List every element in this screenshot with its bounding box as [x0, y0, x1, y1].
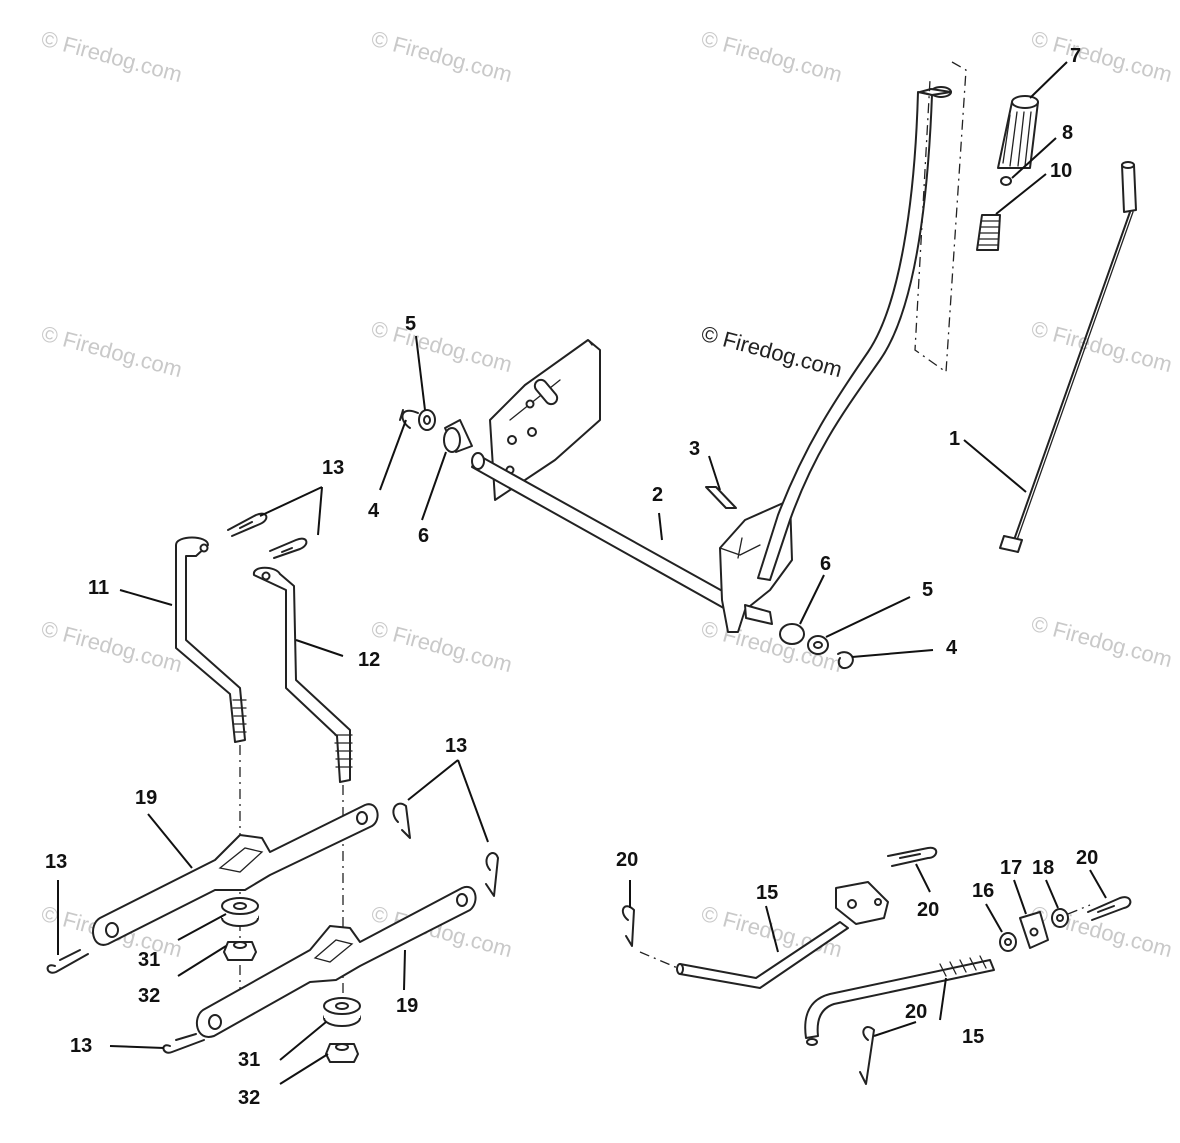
- leader-lines: [57, 61, 1107, 1085]
- callout-7: 7: [1070, 45, 1081, 67]
- watermark: © Firedog.com: [369, 616, 515, 678]
- callout-31: 31: [238, 1049, 260, 1071]
- callout-11: 11: [88, 577, 109, 599]
- callout-13: 13: [445, 735, 467, 757]
- plate-hole: [527, 427, 537, 437]
- grip-assembly: [976, 95, 1039, 251]
- hairpin-clip-13: [227, 512, 268, 537]
- watermark: © Firedog.com: [39, 26, 185, 88]
- left-shaft-hardware: [399, 409, 473, 453]
- callout-13: 13: [45, 851, 67, 873]
- lift-shaft-assembly: [471, 339, 793, 633]
- bushing-6: [779, 623, 805, 645]
- callout-4: 4: [946, 637, 958, 659]
- callout-32: 32: [238, 1087, 260, 1109]
- callout-6: 6: [418, 525, 429, 547]
- rod-15-upper: [676, 881, 889, 989]
- lift-link-11: [175, 536, 247, 743]
- hairpin-clip-13: [46, 949, 89, 974]
- plate-slot: [533, 378, 559, 406]
- lift-lever: [757, 86, 952, 581]
- rod-1-upper: [1121, 164, 1137, 213]
- callout-32: 32: [138, 985, 160, 1007]
- hairpin-clip-20: [887, 846, 938, 867]
- callout-1: 1: [949, 428, 960, 450]
- nut-32: [223, 941, 257, 961]
- hairpin-clip-13: [485, 852, 499, 897]
- lift-arm-19-upper: [92, 803, 379, 946]
- callout-8: 8: [1062, 122, 1073, 144]
- plate-hole: [525, 399, 535, 409]
- callout-5: 5: [922, 579, 933, 601]
- right-shaft-hardware: [779, 623, 854, 670]
- lift-link-12: [253, 566, 353, 783]
- callout-15: 15: [756, 882, 778, 904]
- lift-arm-19-lower: [195, 885, 477, 1038]
- callout-13: 13: [70, 1035, 92, 1057]
- callout-5: 5: [405, 313, 416, 335]
- callout-12: 12: [358, 649, 380, 671]
- e-clip-4: [837, 651, 854, 670]
- hairpin-clip-13: [162, 1033, 205, 1054]
- callout-labels: 1 2 3 4 4 5 5 6 6 7 8 10 11 12 13 13 13 …: [45, 45, 1098, 1109]
- callout-31: 31: [138, 949, 160, 971]
- watermark-center: © Firedog.com: [699, 321, 845, 383]
- callout-20: 20: [905, 1001, 927, 1023]
- watermark: © Firedog.com: [369, 26, 515, 88]
- callout-20: 20: [917, 899, 939, 921]
- retainer-8: [1000, 176, 1012, 186]
- shaft-end: [471, 452, 485, 470]
- callout-4: 4: [368, 500, 380, 522]
- lever-handle: [757, 91, 933, 581]
- rod-1-end: [999, 535, 1023, 553]
- plate-hole: [507, 435, 517, 445]
- bushing-31: [323, 997, 361, 1027]
- hairpin-clip-13: [269, 537, 308, 559]
- callout-19: 19: [396, 995, 418, 1017]
- mounting-plate: [489, 339, 601, 501]
- clevis-block: [835, 881, 889, 925]
- callout-18: 18: [1032, 857, 1054, 879]
- nut-32: [325, 1043, 359, 1063]
- watermark: © Firedog.com: [369, 316, 515, 378]
- lift-rod-1: [999, 161, 1137, 553]
- hairpin-clip-20: [621, 905, 635, 947]
- watermark: © Firedog.com: [1029, 611, 1175, 673]
- watermark: © Firedog.com: [1029, 316, 1175, 378]
- callout-19: 19: [135, 787, 157, 809]
- callout-6: 6: [820, 553, 831, 575]
- callout-15: 15: [962, 1026, 984, 1048]
- shaft-pin: [744, 604, 773, 625]
- callout-17: 17: [1000, 857, 1022, 879]
- hairpin-clip-20: [1087, 896, 1132, 921]
- watermark: © Firedog.com: [39, 321, 185, 383]
- watermark: © Firedog.com: [39, 616, 185, 678]
- callout-3: 3: [689, 438, 700, 460]
- shaft-2: [471, 454, 736, 612]
- hairpin-clip-20: [859, 1026, 875, 1085]
- callout-20: 20: [616, 849, 638, 871]
- watermark: © Firedog.com: [699, 26, 845, 88]
- callout-13: 13: [322, 457, 344, 479]
- callout-2: 2: [652, 484, 663, 506]
- bushing-31: [221, 897, 259, 927]
- explode-guide: [914, 61, 967, 374]
- e-clip-4: [399, 409, 419, 429]
- hairpin-clip-13: [392, 802, 411, 839]
- callout-16: 16: [972, 880, 994, 902]
- pin-3: [705, 486, 737, 509]
- callout-20: 20: [1076, 847, 1098, 869]
- callout-10: 10: [1050, 160, 1072, 182]
- rod-15-lower: [804, 955, 995, 1046]
